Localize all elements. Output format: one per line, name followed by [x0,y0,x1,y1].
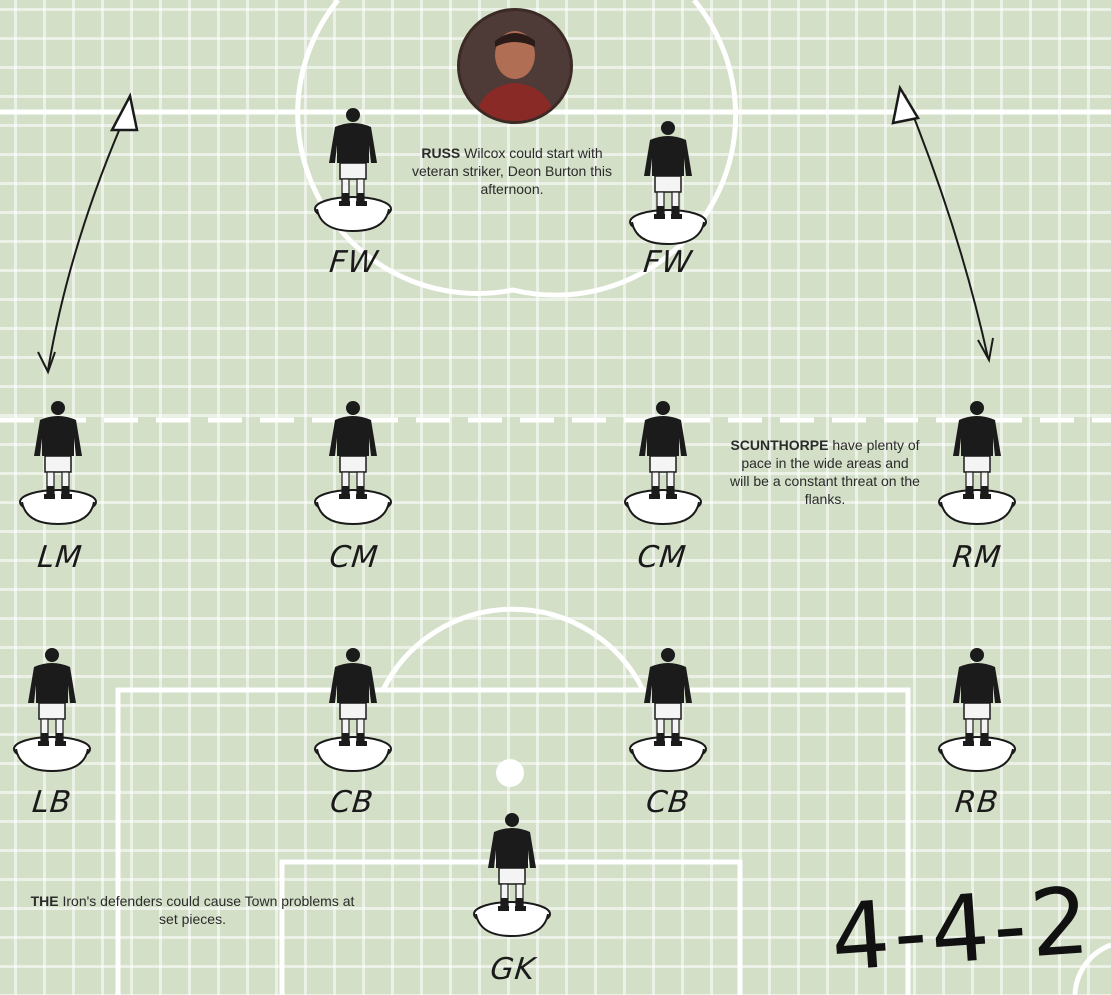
player-figure-gk [472,810,552,940]
position-label-cb-left: CB [290,785,414,820]
note-scunthorpe-lead: SCUNTHORPE [730,437,828,453]
note-iron-lead: THE [31,893,59,909]
player-figure-rm [937,398,1017,528]
note-russ: RUSS Wilcox could start with veteran str… [412,144,612,198]
player-figure-fw-right [628,118,708,248]
position-label-fw-left: FW [292,245,416,280]
player-figure-cb-right [628,645,708,775]
position-label-cb-right: CB [606,785,730,820]
position-label-fw-right: FW [606,245,730,280]
position-label-rm: RM [915,540,1039,575]
player-figure-lm [18,398,98,528]
position-label-cm-left: CM [292,540,416,575]
player-figure-cm-right [623,398,703,528]
player-figure-rb [937,645,1017,775]
position-label-rb: RB [915,785,1039,820]
position-label-lb: LB [0,785,114,820]
player-figure-lb [12,645,92,775]
player-headshot [457,8,573,124]
position-label-lm: LM [0,540,122,575]
left-wing-arrow [38,96,137,372]
note-iron-text: Iron's defenders could cause Town proble… [62,893,354,927]
note-scunthorpe: SCUNTHORPE have plenty of pace in the wi… [730,436,920,508]
player-figure-cb-left [313,645,393,775]
formation-label: 4-4-2 [828,867,1097,992]
player-figure-fw-left [313,105,393,235]
note-iron: THE Iron's defenders could cause Town pr… [20,892,365,928]
position-label-gk: GK [451,952,575,987]
position-label-cm-right: CM [600,540,724,575]
note-russ-lead: RUSS [421,145,460,161]
right-wing-arrow [893,88,993,360]
player-figure-cm-left [313,398,393,528]
